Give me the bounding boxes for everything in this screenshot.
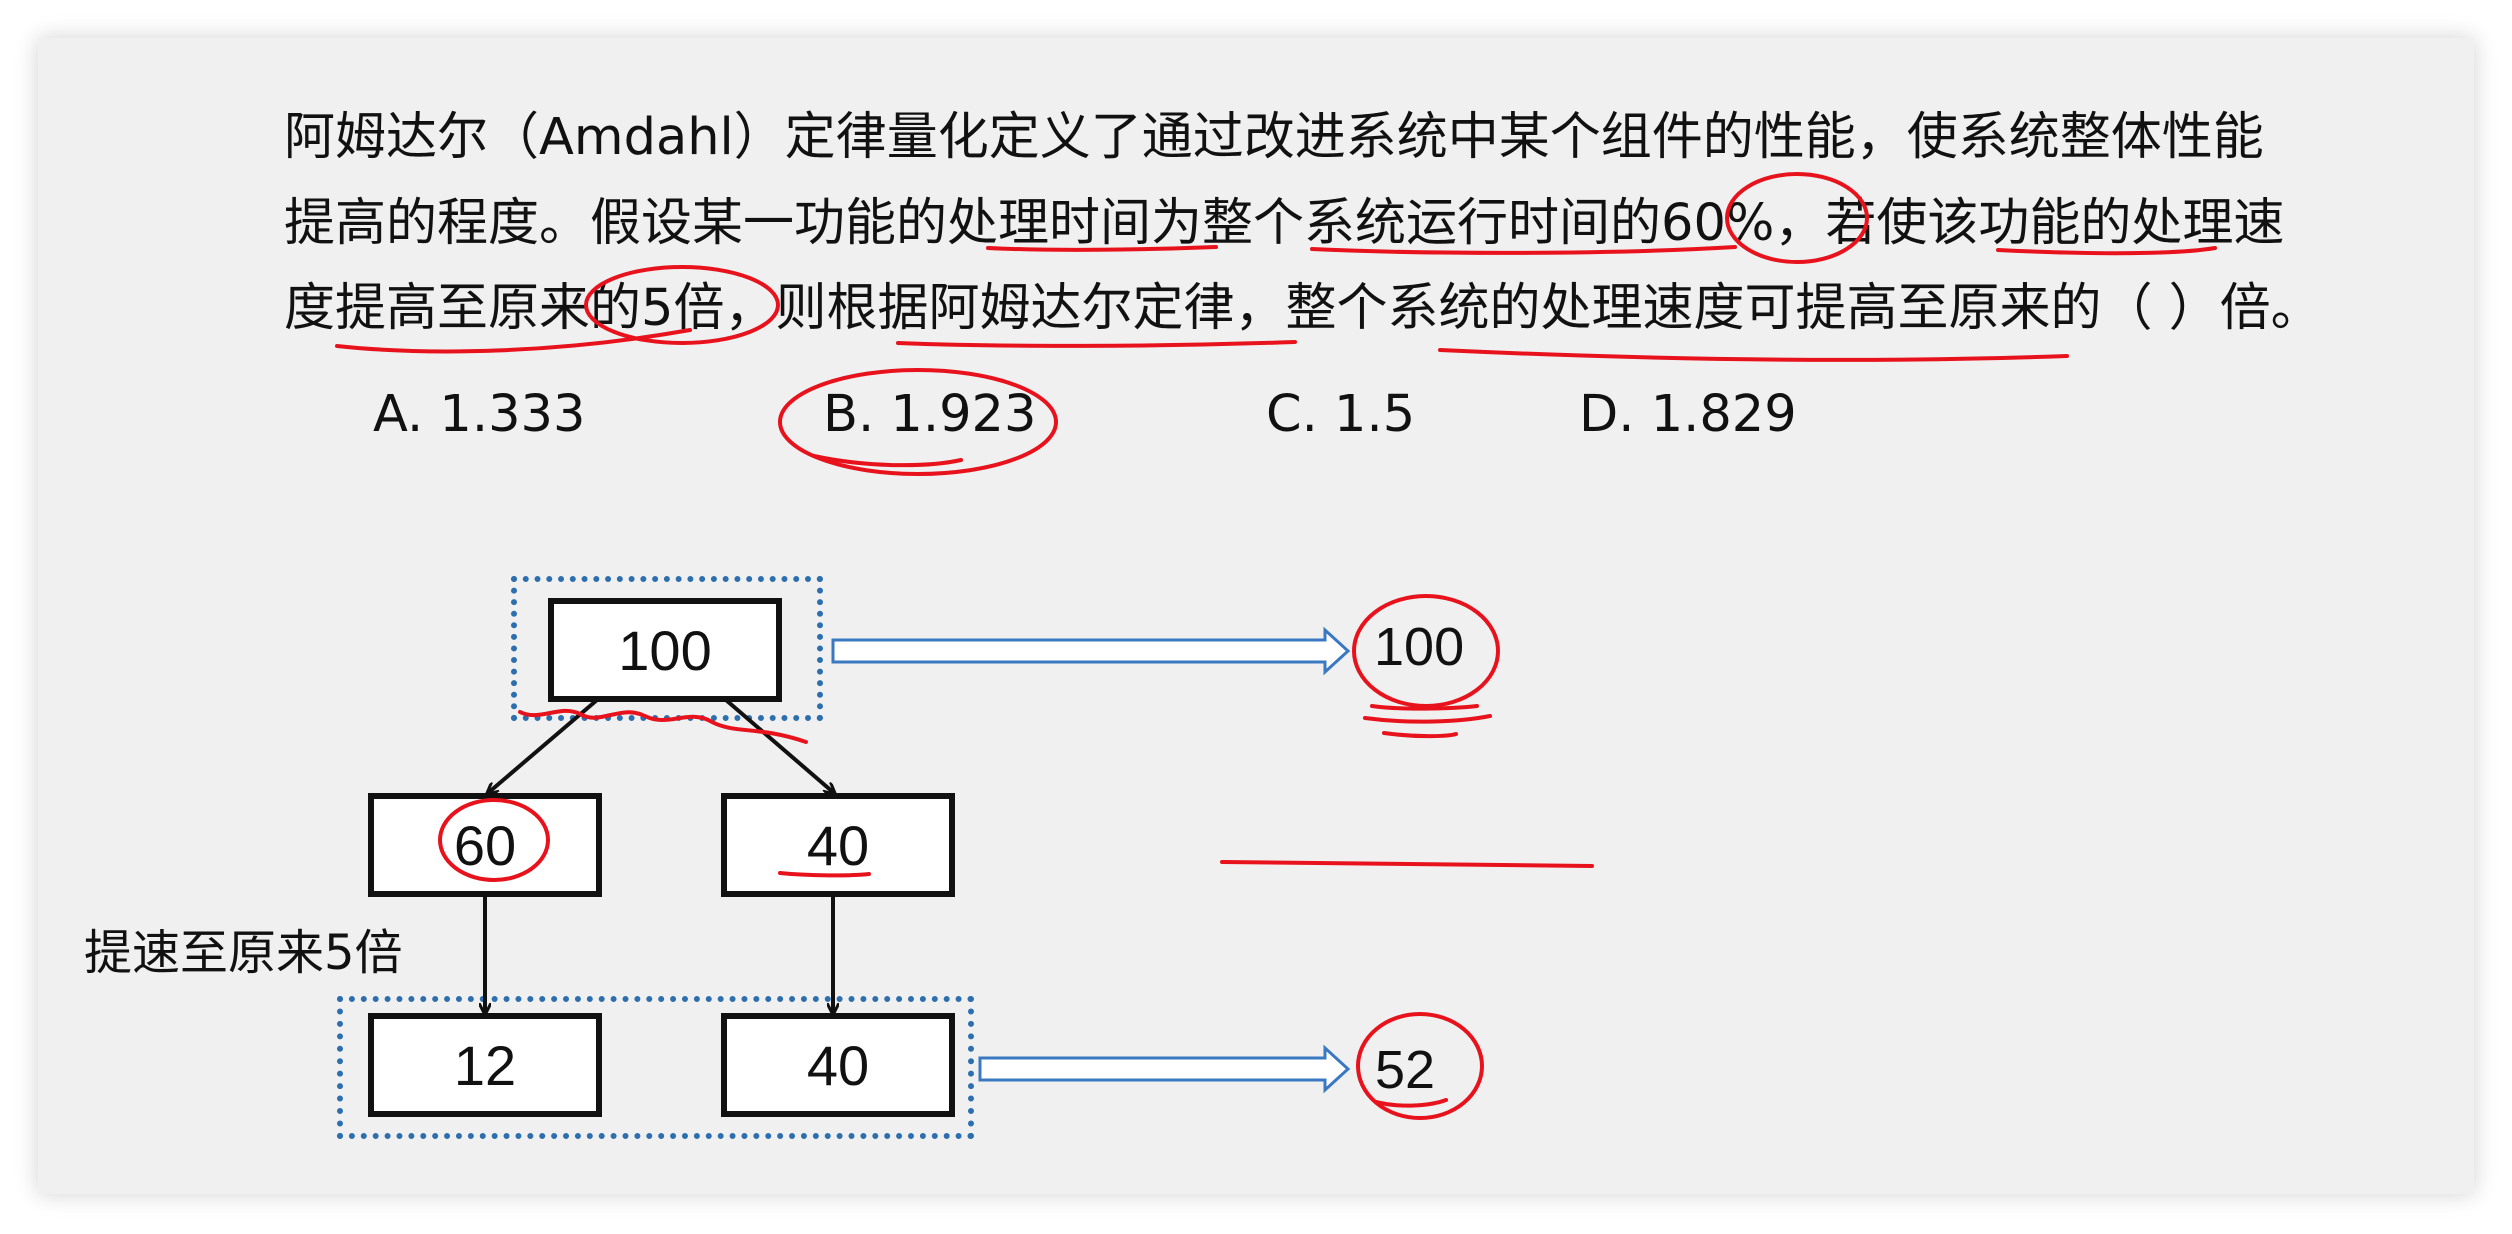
option-a: A. 1.333 [373, 385, 586, 444]
option-c: C. 1.5 [1266, 385, 1416, 444]
question-line-3: 度提高至原来的5倍，则根据阿姆达尔定律，整个系统的处理速度可提高至原来的（ ）倍… [284, 279, 2322, 338]
unchanged-result-box: 40 [721, 1013, 955, 1117]
unchanged-part-box: 40 [721, 793, 955, 897]
speedup-label: 提速至原来5倍 [84, 925, 403, 981]
original-total-value: 100 [1374, 617, 1465, 677]
question-line-2: 提高的程度。假设某一功能的处理时间为整个系统运行时间的60%，若使该功能的处理速 [284, 194, 2285, 253]
option-b: B. 1.923 [823, 385, 1037, 444]
bottom-dotted-frame [337, 996, 974, 1139]
question-line-1: 阿姆达尔（Amdahl）定律量化定义了通过改进系统中某个组件的性能，使系统整体性… [284, 108, 2264, 167]
total-time-box: 100 [548, 598, 782, 702]
option-d: D. 1.829 [1579, 385, 1797, 444]
new-total-value: 52 [1375, 1040, 1436, 1100]
improved-result-box: 12 [368, 1013, 602, 1117]
improved-part-box: 60 [368, 793, 602, 897]
